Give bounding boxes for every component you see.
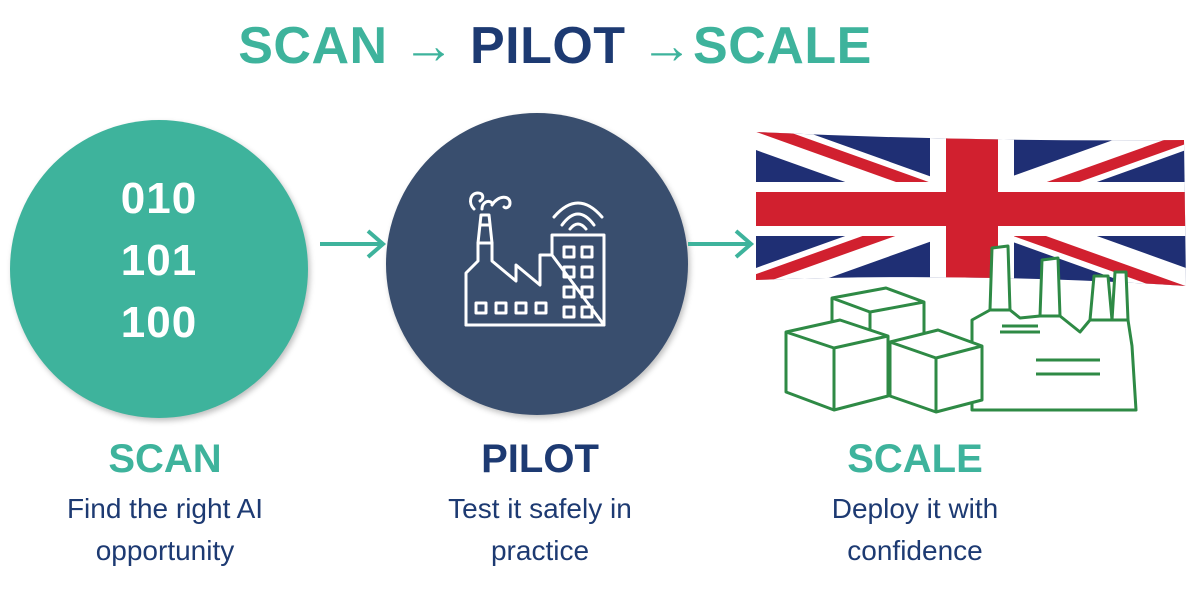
pilot-description-line-2: practice <box>490 535 590 566</box>
boxes-icon <box>784 286 984 414</box>
union-jack-flag <box>756 132 1186 286</box>
scale-description-line-1: Deploy it with <box>831 493 999 524</box>
scan-circle: 010 101 100 <box>10 120 308 418</box>
scale-description: Deploy it with confidence <box>760 488 1070 572</box>
scan-description: Find the right AI opportunity <box>10 488 320 572</box>
title-pilot: PILOT <box>469 17 626 75</box>
binary-line-2: 101 <box>120 236 198 285</box>
page-title: SCAN → PILOT →SCALE <box>0 14 1110 78</box>
pilot-circle <box>386 113 688 415</box>
scale-label: SCALE <box>847 437 983 481</box>
title-arrow-2: → <box>640 17 694 75</box>
scan-label: SCAN <box>108 437 222 481</box>
arrow-right-icon <box>320 229 387 259</box>
scan-description-line-2: opportunity <box>95 535 235 566</box>
binary-line-3: 100 <box>120 298 198 347</box>
pilot-label: PILOT <box>481 437 599 481</box>
binary-digits: 010 101 100 <box>10 168 308 354</box>
union-jack-flag-with-factory-icon <box>756 132 1186 414</box>
arrow-right-icon <box>688 229 755 259</box>
factory-icon <box>970 244 1138 412</box>
binary-line-1: 010 <box>120 174 198 223</box>
pilot-description-line-1: Test it safely in <box>448 493 632 524</box>
smart-factory-icon <box>464 191 606 327</box>
title-scale: SCALE <box>693 17 872 75</box>
title-arrow-1: → <box>402 17 456 75</box>
title-scan: SCAN <box>238 17 388 75</box>
scan-description-line-1: Find the right AI <box>66 493 264 524</box>
pilot-description: Test it safely in practice <box>385 488 695 572</box>
scale-description-line-2: confidence <box>847 535 983 566</box>
